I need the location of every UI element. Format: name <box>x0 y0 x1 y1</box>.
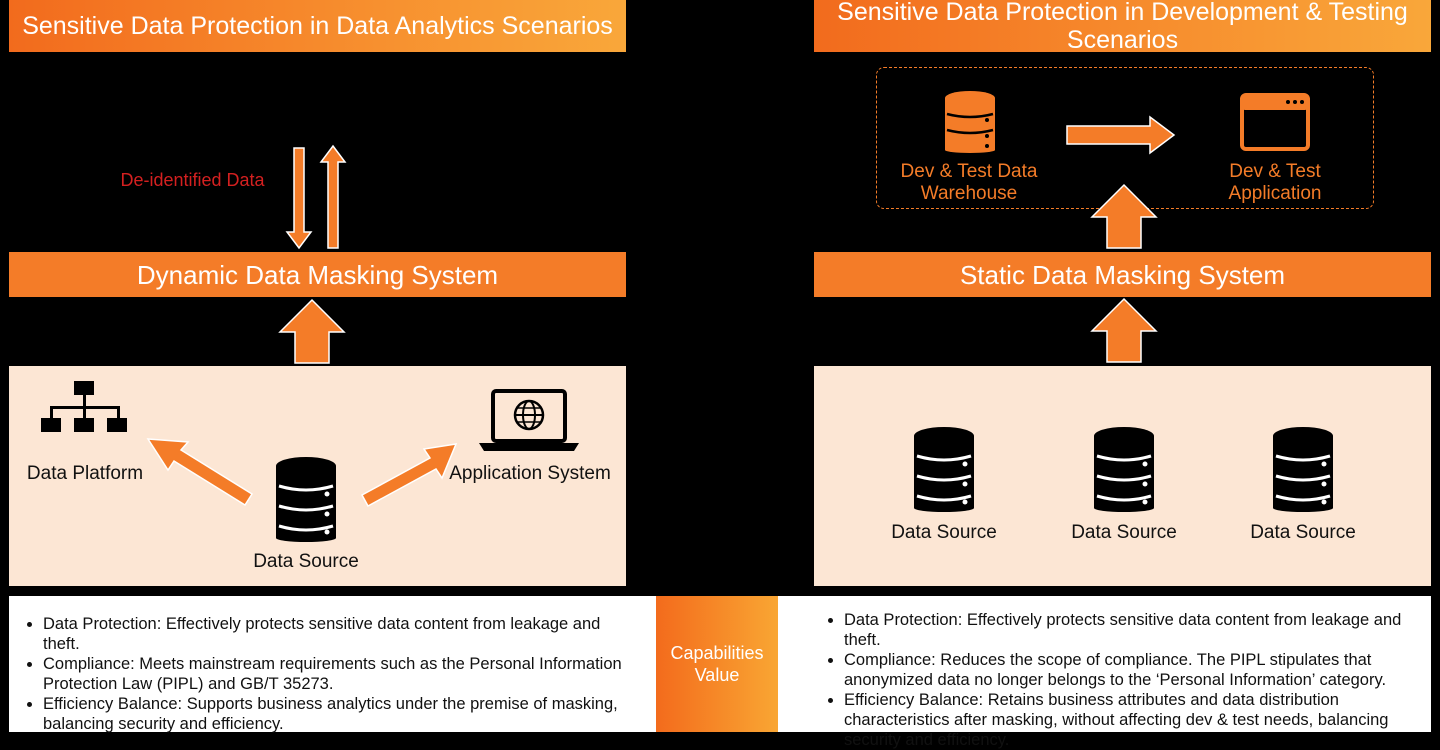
right-title: Sensitive Data Protection in Development… <box>837 0 1408 54</box>
application-system-label: Application System <box>449 463 611 484</box>
warehouse-label: Dev & Test Data Warehouse <box>900 161 1038 204</box>
org-chart-icon <box>41 381 127 432</box>
left-bullet-item: Data Protection: Effectively protects se… <box>43 614 632 654</box>
up-arrow-icon <box>319 144 347 249</box>
data-platform-label: Data Platform <box>26 463 144 484</box>
right-arrow-icon <box>1066 115 1176 155</box>
capabilities-value-box: Capabilities Value <box>656 596 778 732</box>
right-title-bar: Sensitive Data Protection in Development… <box>814 0 1431 54</box>
left-bullet-item: Compliance: Meets mainstream requirement… <box>43 654 632 694</box>
left-bullet-list: Data Protection: Effectively protects se… <box>9 596 656 734</box>
left-title: Sensitive Data Protection in Data Analyt… <box>22 12 613 40</box>
database-icon <box>276 457 336 542</box>
static-masking-system-bar: Static Data Masking System <box>814 252 1431 297</box>
laptop-globe-icon <box>479 389 579 451</box>
right-data-source-label-2: Data Source <box>1071 522 1177 543</box>
dynamic-masking-system-label: Dynamic Data Masking System <box>136 259 499 290</box>
database-icon <box>914 427 974 512</box>
down-arrow-icon <box>285 147 313 250</box>
application-window-icon <box>1240 93 1310 151</box>
right-bullet-item: Efficiency Balance: Retains business att… <box>844 690 1417 750</box>
database-icon <box>1273 427 1333 512</box>
dev-test-application-label: Dev & Test Application <box>1228 161 1322 204</box>
left-title-bar: Sensitive Data Protection in Data Analyt… <box>9 0 626 52</box>
up-arrow-icon <box>1090 183 1158 249</box>
right-data-source-label-3: Data Source <box>1250 522 1356 543</box>
orange-database-icon <box>945 91 995 153</box>
up-arrow-icon <box>1090 297 1158 363</box>
deidentified-label: De-identified Data <box>120 170 265 190</box>
right-bullet-list: Data Protection: Effectively protects se… <box>778 596 1431 750</box>
right-bullet-item: Compliance: Reduces the scope of complia… <box>844 650 1417 690</box>
left-bullet-item: Efficiency Balance: Supports business an… <box>43 694 632 734</box>
left-data-source-label: Data Source <box>253 551 359 572</box>
left-bullets-box: Data Protection: Effectively protects se… <box>9 596 656 734</box>
arrow-to-application-icon <box>360 443 458 508</box>
static-masking-system-label: Static Data Masking System <box>959 259 1286 290</box>
database-icon <box>1094 427 1154 512</box>
capabilities-value-label: Capabilities Value <box>670 643 764 685</box>
up-arrow-icon <box>278 298 346 364</box>
arrow-to-platform-icon <box>146 438 254 507</box>
right-bullets-box: Data Protection: Effectively protects se… <box>778 596 1431 749</box>
right-bullet-item: Data Protection: Effectively protects se… <box>844 610 1417 650</box>
dynamic-masking-system-bar: Dynamic Data Masking System <box>9 252 626 297</box>
right-data-source-label-1: Data Source <box>891 522 997 543</box>
